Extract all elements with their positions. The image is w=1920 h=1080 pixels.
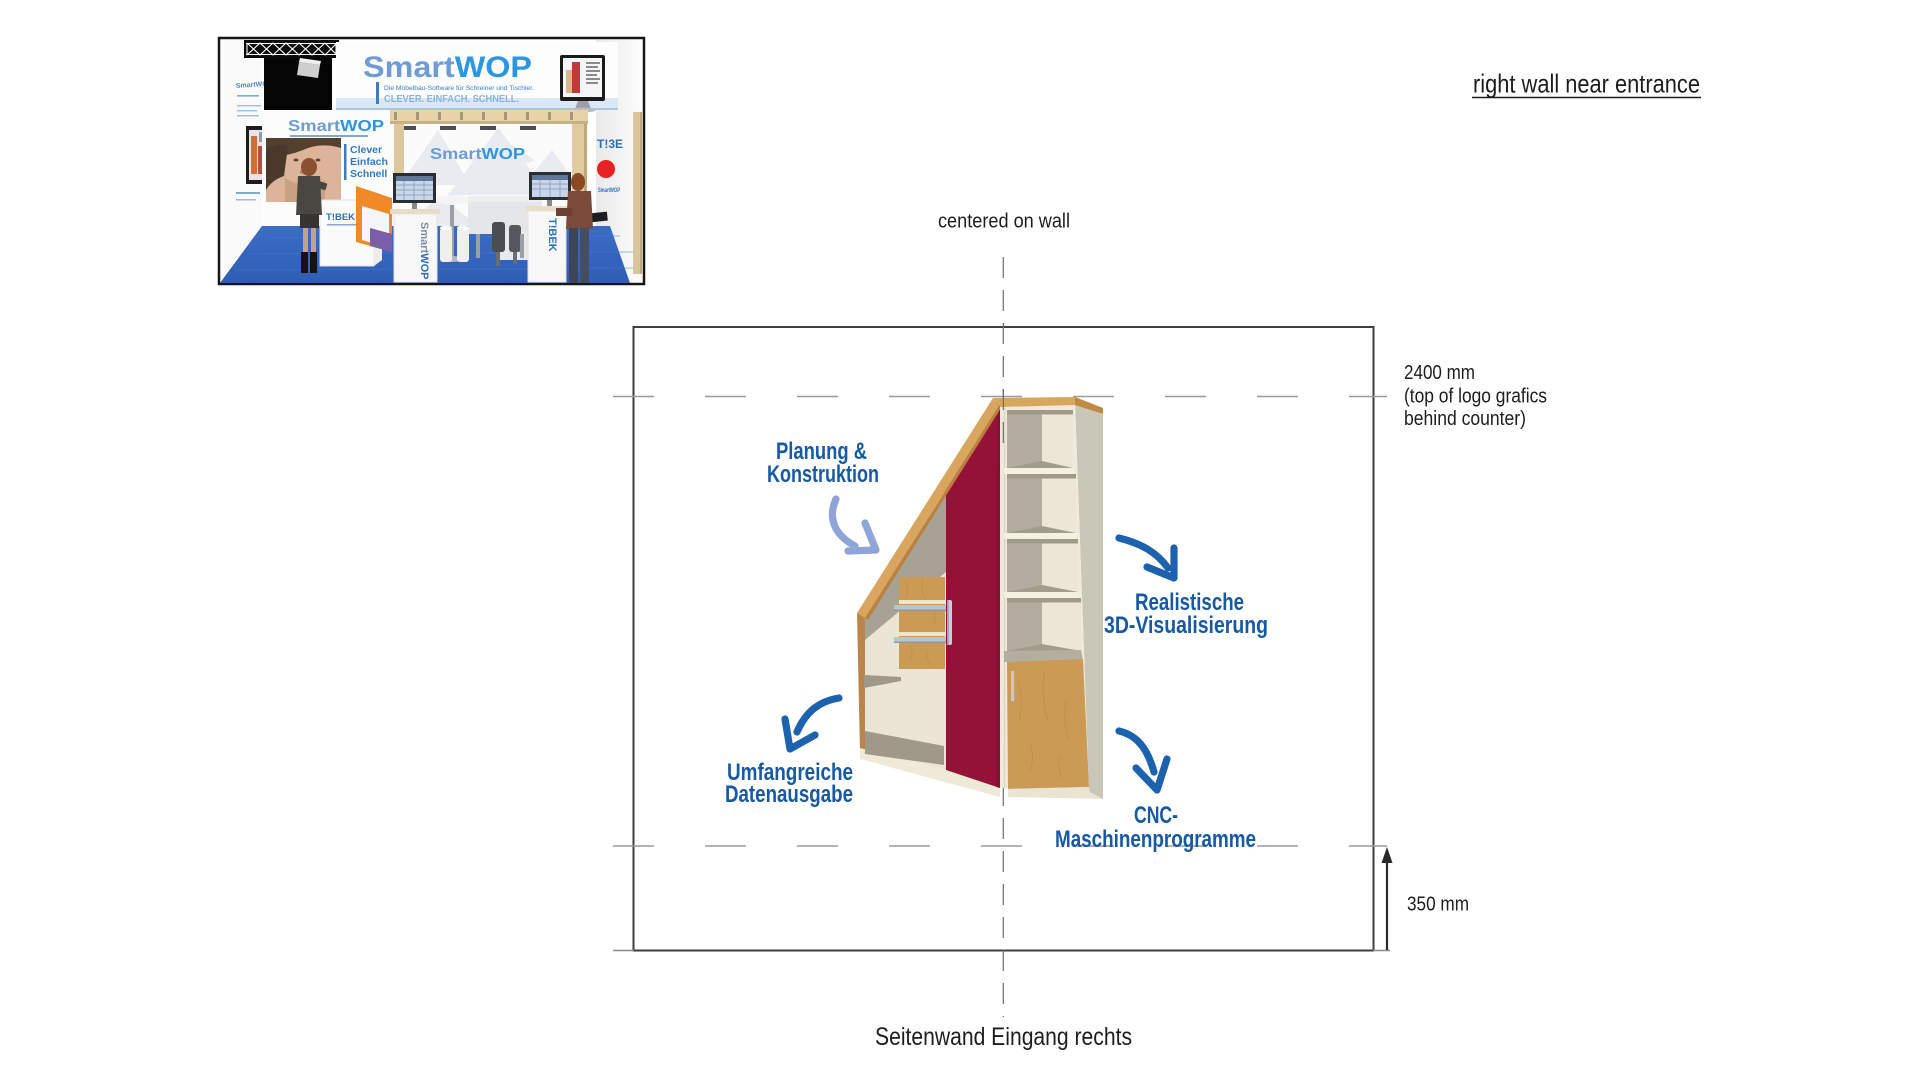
svg-text:SmartWOP: SmartWOP — [236, 80, 273, 90]
svg-text:Datenausgabe: Datenausgabe — [725, 781, 853, 808]
svg-text:right wall near entrance: right wall near entrance — [1473, 69, 1700, 99]
svg-text:T!BEK: T!BEK — [326, 212, 355, 223]
svg-text:Umfangreiche: Umfangreiche — [727, 759, 853, 786]
svg-text:centered on wall: centered on wall — [938, 211, 1070, 233]
svg-text:2400 mm: 2400 mm — [1404, 362, 1475, 384]
svg-text:behind counter): behind counter) — [1404, 408, 1526, 430]
svg-text:Konstruktion: Konstruktion — [767, 461, 879, 488]
svg-text:CLEVER. EINFACH. SCHNELL.: CLEVER. EINFACH. SCHNELL. — [384, 93, 519, 105]
svg-text:Planung &: Planung & — [776, 438, 867, 465]
svg-text:SmartWOP: SmartWOP — [430, 146, 525, 163]
svg-text:Einfach: Einfach — [350, 156, 388, 168]
svg-text:350 mm: 350 mm — [1407, 894, 1469, 916]
svg-text:Schnell: Schnell — [350, 168, 387, 180]
svg-text:Seitenwand Eingang rechts: Seitenwand Eingang rechts — [875, 1023, 1132, 1051]
svg-text:Die Möbelbau-Software für Schr: Die Möbelbau-Software für Schreiner und … — [384, 85, 534, 92]
svg-text:(top of logo grafics: (top of logo grafics — [1404, 386, 1547, 408]
svg-text:Realistische: Realistische — [1135, 589, 1244, 616]
svg-text:CNC-: CNC- — [1134, 802, 1178, 829]
svg-text:Clever: Clever — [350, 144, 382, 156]
svg-text:SmartWOP: SmartWOP — [288, 118, 384, 135]
svg-text:SmartWOP: SmartWOP — [598, 188, 620, 194]
svg-text:T!BEK: T!BEK — [546, 218, 558, 252]
svg-text:SmartWOP: SmartWOP — [418, 222, 430, 279]
svg-text:SmartWOP: SmartWOP — [363, 51, 532, 84]
svg-text:Maschinenprogramme: Maschinenprogramme — [1055, 826, 1256, 853]
svg-text:T!3E: T!3E — [597, 137, 623, 151]
svg-text:3D-Visualisierung: 3D-Visualisierung — [1104, 612, 1268, 639]
